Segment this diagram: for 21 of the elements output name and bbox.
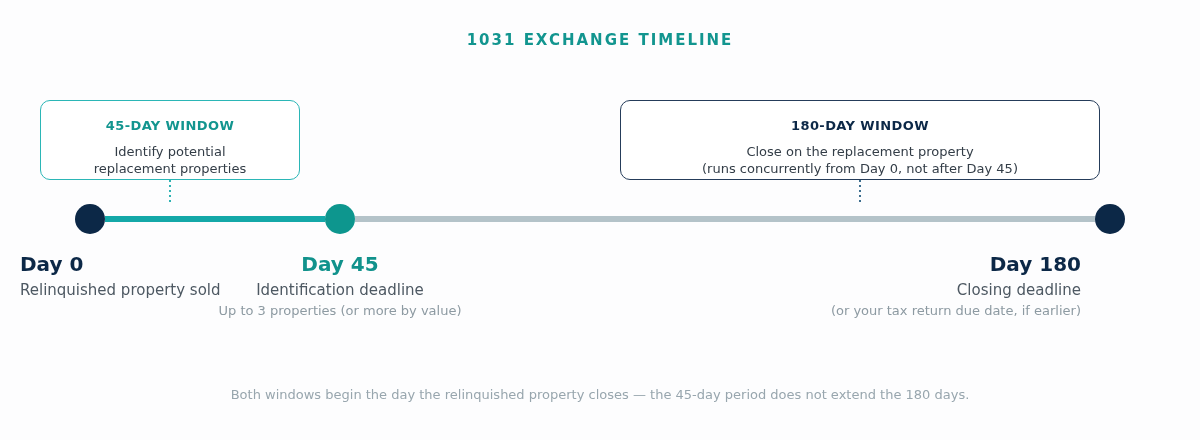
timeline-bar — [105, 216, 325, 222]
window-description: Identify potential replacement properties — [92, 143, 248, 177]
window-heading: 45-DAY WINDOW — [105, 117, 235, 135]
window-card — [620, 100, 1100, 180]
milestone-caption: Relinquished property sold — [20, 281, 221, 299]
day-label: Day 180 — [989, 252, 1081, 276]
timeline-bar — [355, 216, 1095, 222]
window-heading: 180-DAY WINDOW — [791, 117, 929, 135]
window-description: Close on the replacement property (runs concurrently from Day 0, not after Day 45) — [702, 143, 1018, 177]
day-label: Day 0 — [20, 252, 84, 276]
window-card — [40, 100, 300, 180]
day-label: Day 45 — [301, 252, 379, 276]
milestone-note: (or your tax return due date, if earlier) — [830, 303, 1081, 319]
diagram-title: 1031 EXCHANGE TIMELINE — [466, 31, 734, 49]
diagram-caption: Both windows begin the day the relinquished property closes — the 45-day period does not extend the 180 days. — [230, 387, 970, 403]
milestone-dot — [75, 204, 105, 234]
milestone-note: Up to 3 properties (or more by value) — [218, 303, 462, 319]
milestone-dot — [1095, 204, 1125, 234]
milestone-caption: Identification deadline — [256, 281, 424, 299]
milestone-dot — [325, 204, 355, 234]
milestone-caption: Closing deadline — [956, 281, 1081, 299]
